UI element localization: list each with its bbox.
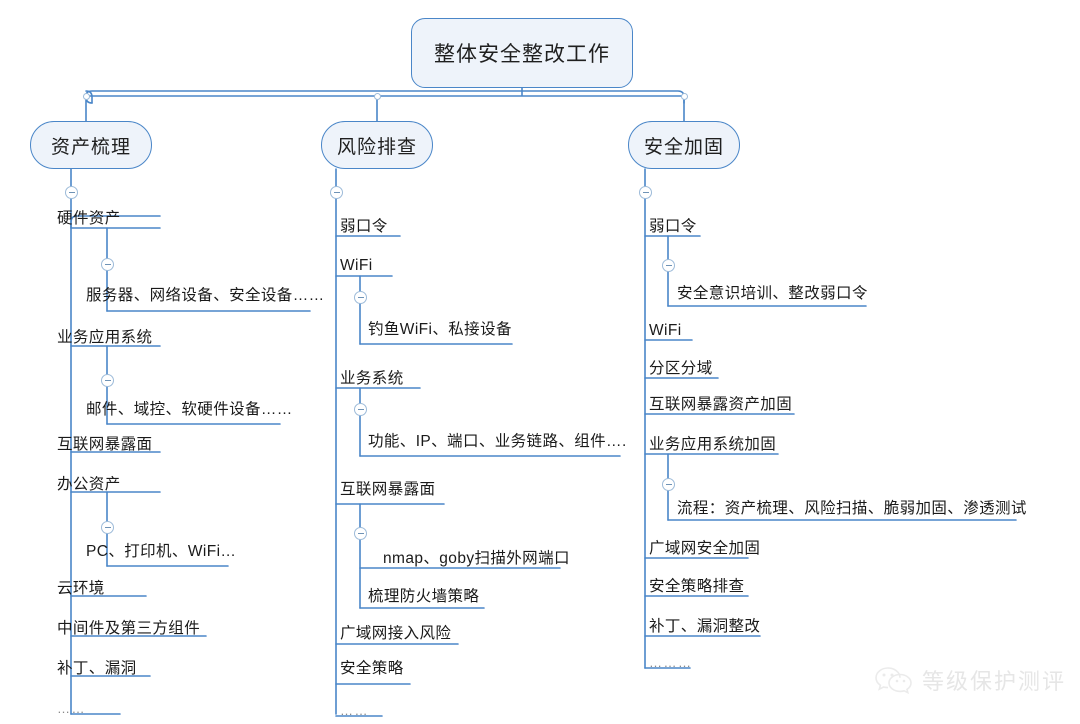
- node-label[interactable]: 互联网暴露面: [340, 481, 436, 498]
- node-label[interactable]: 安全意识培训、整改弱口令: [677, 285, 868, 302]
- node-label[interactable]: ……: [340, 703, 369, 718]
- node-label[interactable]: 硬件资产: [57, 210, 121, 227]
- collapse-toggle[interactable]: [354, 527, 367, 540]
- collapse-toggle[interactable]: [354, 291, 367, 304]
- node-label[interactable]: 广域网安全加固: [649, 540, 761, 557]
- node-label[interactable]: 功能、IP、端口、业务链路、组件….: [368, 433, 627, 450]
- node-label[interactable]: 弱口令: [649, 218, 697, 235]
- collapse-toggle[interactable]: [354, 403, 367, 416]
- node-label[interactable]: nmap、goby扫描外网端口: [383, 550, 570, 567]
- branch-node-risk-investigation[interactable]: 风险排查: [321, 121, 433, 169]
- root-node[interactable]: 整体安全整改工作: [411, 18, 633, 88]
- node-label[interactable]: 互联网暴露资产加固: [649, 396, 793, 413]
- node-label[interactable]: 云环境: [57, 580, 105, 597]
- collapse-toggle-branch-1[interactable]: [65, 186, 78, 199]
- node-label[interactable]: 服务器、网络设备、安全设备……: [86, 287, 325, 304]
- node-label[interactable]: 补丁、漏洞整改: [649, 618, 761, 635]
- collapse-toggle[interactable]: [662, 259, 675, 272]
- collapse-toggle[interactable]: [662, 478, 675, 491]
- node-label[interactable]: PC、打印机、WiFi…: [86, 543, 237, 560]
- wechat-icon: [875, 667, 912, 695]
- node-label[interactable]: 弱口令: [340, 218, 388, 235]
- branch-node-asset-inventory[interactable]: 资产梳理: [30, 121, 152, 169]
- collapse-toggle-branch-2[interactable]: [330, 186, 343, 199]
- node-label[interactable]: 流程：资产梳理、风险扫描、脆弱加固、渗透测试: [677, 500, 1027, 517]
- node-label[interactable]: 梳理防火墙策略: [368, 588, 480, 605]
- node-label[interactable]: 互联网暴露面: [57, 436, 153, 453]
- node-label[interactable]: 补丁、漏洞: [57, 660, 137, 677]
- branch-node-security-hardening[interactable]: 安全加固: [628, 121, 740, 169]
- node-label[interactable]: 业务系统: [340, 370, 404, 387]
- branch-node-label: 风险排查: [336, 136, 417, 158]
- collapse-toggle[interactable]: [101, 521, 114, 534]
- node-label[interactable]: ……: [57, 701, 86, 716]
- watermark-text: 等级保护测评: [921, 669, 1066, 694]
- node-label[interactable]: 分区分域: [649, 360, 713, 377]
- bus-dot-branch-1: [83, 93, 90, 100]
- node-label[interactable]: 安全策略排查: [649, 578, 745, 595]
- node-label[interactable]: 广域网接入风险: [340, 625, 452, 642]
- bus-dot-branch-2: [374, 93, 381, 100]
- node-label[interactable]: 办公资产: [57, 476, 121, 493]
- node-label[interactable]: 安全策略: [340, 660, 404, 677]
- node-label[interactable]: 业务应用系统加固: [649, 436, 777, 453]
- node-label[interactable]: 钓鱼WiFi、私接设备: [368, 321, 512, 338]
- node-label[interactable]: WiFi: [340, 257, 373, 274]
- root-node-label: 整体安全整改工作: [434, 43, 610, 66]
- bus-dot-branch-3: [681, 93, 688, 100]
- watermark: 等级保护测评: [874, 664, 1066, 696]
- node-label[interactable]: WiFi: [649, 322, 682, 339]
- node-label[interactable]: 邮件、域控、软硬件设备……: [86, 401, 293, 418]
- collapse-toggle-branch-3[interactable]: [639, 186, 652, 199]
- branch-node-label: 安全加固: [643, 136, 724, 158]
- node-label[interactable]: ………: [649, 655, 693, 670]
- node-label[interactable]: 业务应用系统: [57, 329, 153, 346]
- collapse-toggle[interactable]: [101, 258, 114, 271]
- collapse-toggle[interactable]: [101, 374, 114, 387]
- node-label[interactable]: 中间件及第三方组件: [57, 620, 201, 637]
- branch-node-label: 资产梳理: [50, 136, 131, 158]
